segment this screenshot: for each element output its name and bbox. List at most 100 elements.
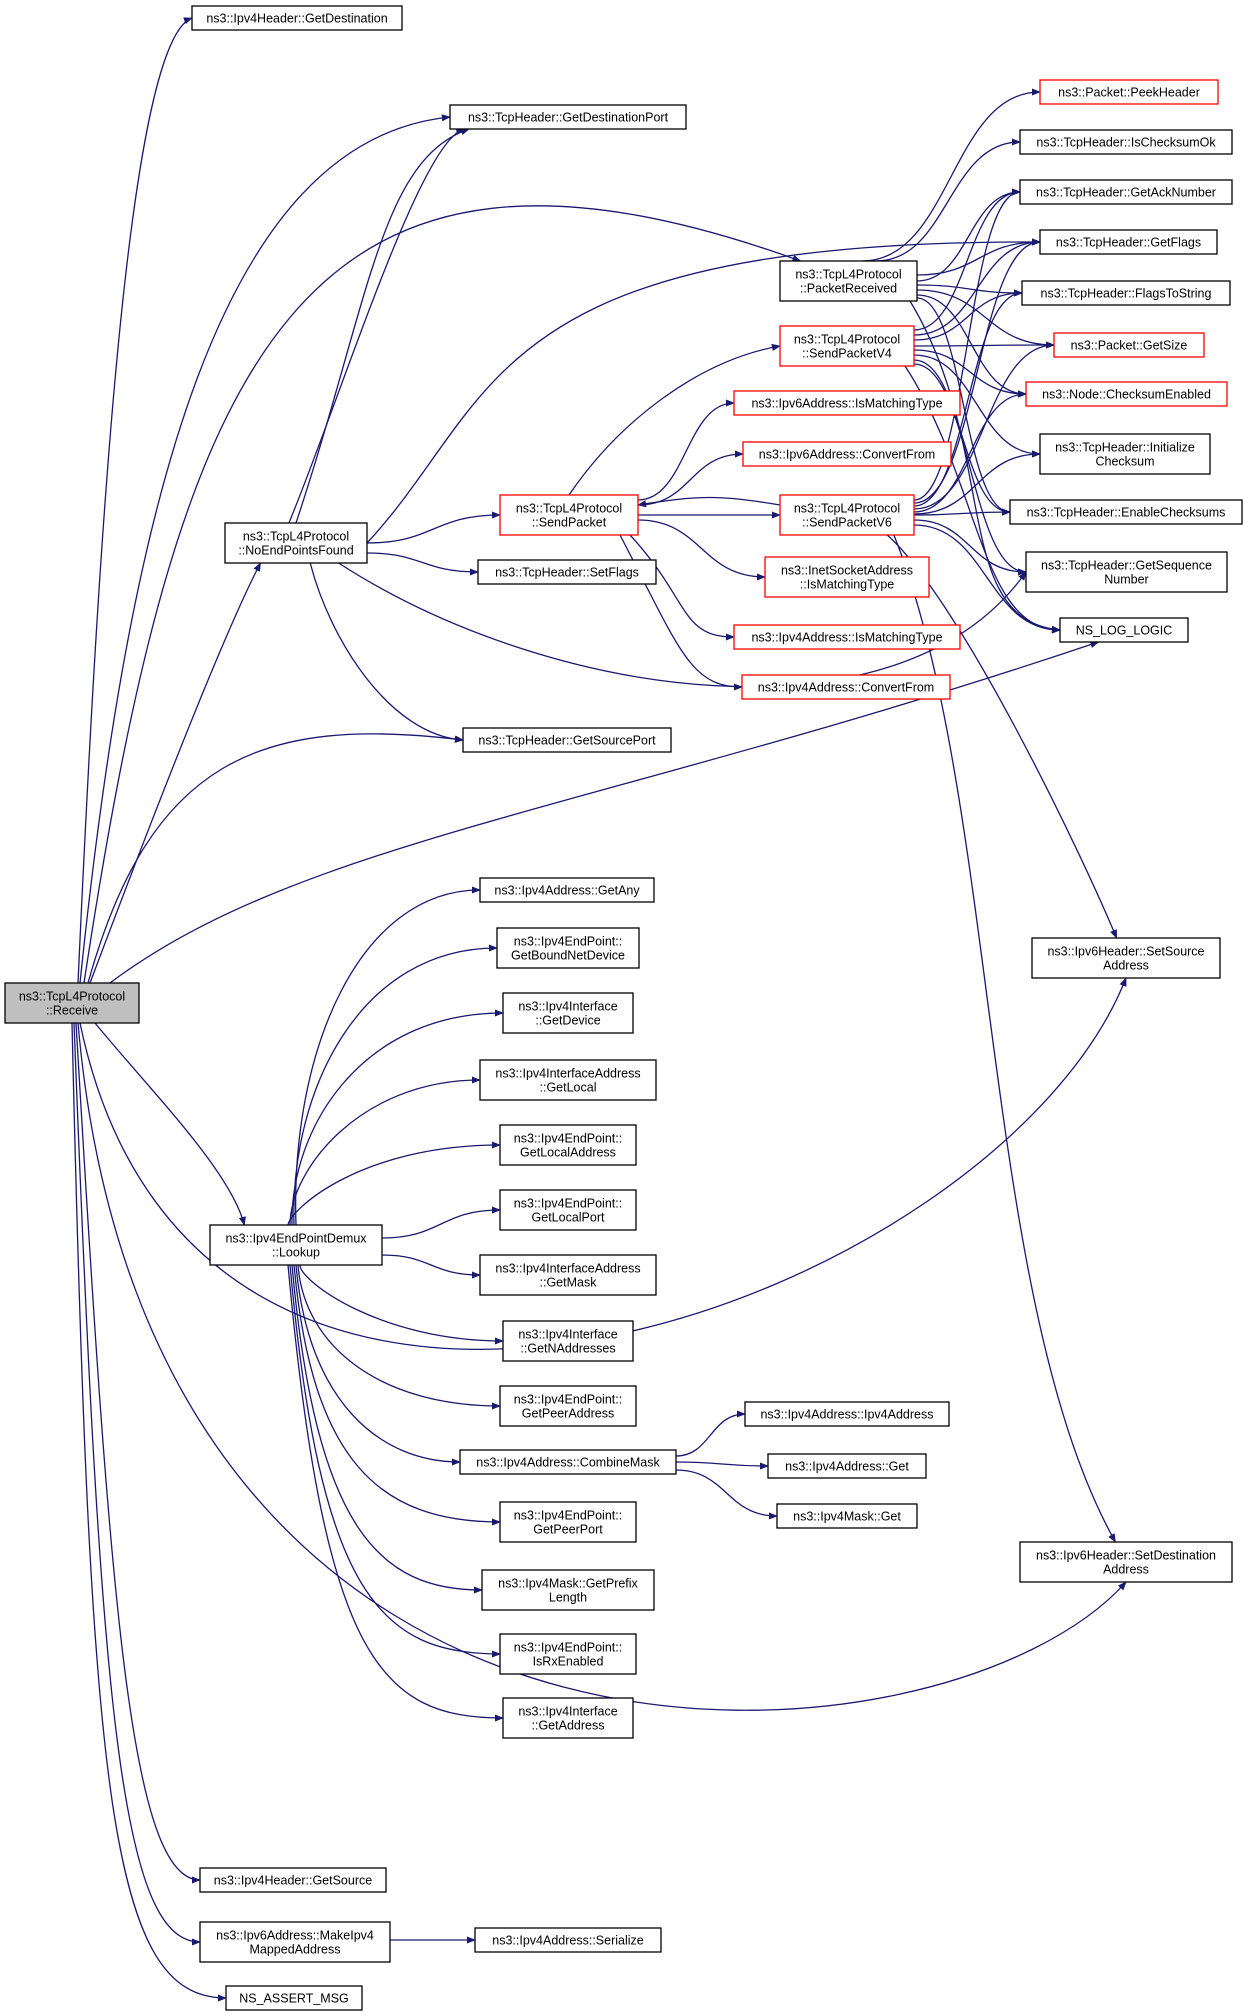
edge-demux_lookup-to-ifaddr_getmask bbox=[381, 1254, 481, 1279]
node-box bbox=[764, 556, 930, 598]
edge-receive-to-packetreceived bbox=[83, 205, 802, 984]
edge-ipv4_combinemask-to-ipv4_ctor bbox=[675, 1410, 746, 1457]
node-label: GetPeerAddress bbox=[522, 1407, 614, 1421]
node-label: IsRxEnabled bbox=[533, 1655, 604, 1669]
node-iface_getnaddr[interactable]: ns3::Ipv4Interface::GetNAddresses bbox=[502, 1320, 634, 1362]
node-box bbox=[479, 1254, 657, 1296]
node-inetsock_ismatching[interactable]: ns3::InetSocketAddress::IsMatchingType bbox=[764, 556, 930, 598]
node-getflags[interactable]: ns3::TcpHeader::GetFlags bbox=[1039, 229, 1218, 255]
node-box bbox=[742, 441, 952, 467]
node-tcph_setflags[interactable]: ns3::TcpHeader::SetFlags bbox=[477, 559, 657, 585]
node-tcph_getdestport[interactable]: ns3::TcpHeader::GetDestinationPort bbox=[449, 104, 687, 130]
node-flagstostring[interactable]: ns3::TcpHeader::FlagsToString bbox=[1021, 280, 1231, 306]
node-ipv4h_getdest[interactable]: ns3::Ipv4Header::GetDestination bbox=[191, 5, 403, 31]
node-ifaddr_getmask[interactable]: ns3::Ipv4InterfaceAddress::GetMask bbox=[479, 1254, 657, 1296]
node-box bbox=[1009, 499, 1243, 525]
node-label: ns3::Ipv4Mask::GetPrefix bbox=[498, 1577, 638, 1591]
node-ep_getboundnetdev[interactable]: ns3::Ipv4EndPoint::GetBoundNetDevice bbox=[496, 927, 640, 969]
edge-demux_lookup-to-ipv4_combinemask bbox=[295, 1264, 461, 1466]
node-ipv4_ctor[interactable]: ns3::Ipv4Address::Ipv4Address bbox=[744, 1401, 950, 1427]
node-box bbox=[499, 494, 639, 536]
node-ep_getpeerport[interactable]: ns3::Ipv4EndPoint::GetPeerPort bbox=[499, 1501, 637, 1543]
node-ipv6_convertfrom[interactable]: ns3::Ipv6Address::ConvertFrom bbox=[742, 441, 952, 467]
node-label: ns3::Packet::GetSize bbox=[1071, 339, 1188, 353]
node-noendpoints[interactable]: ns3::TcpL4Protocol::NoEndPointsFound bbox=[224, 522, 368, 564]
edge-packetreceived-to-checksumenabled bbox=[916, 294, 1027, 398]
node-label: ns3::TcpL4Protocol bbox=[794, 502, 900, 516]
node-box bbox=[741, 674, 951, 700]
node-label: ns3::TcpL4Protocol bbox=[794, 333, 900, 347]
node-iface_getdevice[interactable]: ns3::Ipv4Interface::GetDevice bbox=[502, 992, 634, 1034]
node-ipv4_ismatching[interactable]: ns3::Ipv4Address::IsMatchingType bbox=[733, 624, 961, 650]
node-getacknumber[interactable]: ns3::TcpHeader::GetAckNumber bbox=[1019, 179, 1233, 205]
node-box bbox=[779, 325, 915, 367]
node-box bbox=[1019, 129, 1233, 155]
node-label: ns3::Ipv4Address::GetAny bbox=[494, 884, 640, 898]
edge-packetreceived-to-getacknumber bbox=[916, 188, 1021, 282]
node-ipv4_serialize[interactable]: ns3::Ipv4Address::Serialize bbox=[474, 1927, 662, 1953]
node-ns_assert[interactable]: NS_ASSERT_MSG bbox=[225, 1985, 363, 2011]
node-ep_getlocaladdr[interactable]: ns3::Ipv4EndPoint::GetLocalAddress bbox=[499, 1124, 637, 1166]
node-ifaddr_getlocal[interactable]: ns3::Ipv4InterfaceAddress::GetLocal bbox=[479, 1059, 657, 1101]
node-iface_getaddress[interactable]: ns3::Ipv4Interface::GetAddress bbox=[502, 1697, 634, 1739]
node-tcph_getsrcport[interactable]: ns3::TcpHeader::GetSourcePort bbox=[462, 727, 672, 753]
edge-demux_lookup-to-mask_getprefix bbox=[291, 1264, 483, 1594]
node-ipv6_ismatching[interactable]: ns3::Ipv6Address::IsMatchingType bbox=[733, 390, 961, 416]
node-demux_lookup[interactable]: ns3::Ipv4EndPointDemux::Lookup bbox=[209, 1224, 383, 1266]
edge-noendpoints-to-getflags bbox=[366, 238, 1041, 544]
node-sendpacketv4[interactable]: ns3::TcpL4Protocol::SendPacketV4 bbox=[779, 325, 915, 367]
node-ep_getlocalport[interactable]: ns3::Ipv4EndPoint::GetLocalPort bbox=[499, 1189, 637, 1231]
node-ipv4_combinemask[interactable]: ns3::Ipv4Address::CombineMask bbox=[459, 1449, 677, 1475]
edge-sendpacketv6-to-initchecksum bbox=[913, 450, 1041, 515]
node-label: ::SendPacketV4 bbox=[802, 347, 892, 361]
node-sendpacketv6[interactable]: ns3::TcpL4Protocol::SendPacketV6 bbox=[779, 494, 915, 536]
edge-sendpacket-to-sendpacketv4 bbox=[568, 343, 781, 496]
node-ep_getpeeraddr[interactable]: ns3::Ipv4EndPoint::GetPeerAddress bbox=[499, 1385, 637, 1427]
node-label: ns3::TcpHeader::SetFlags bbox=[495, 566, 639, 580]
node-ep_isrxenabled[interactable]: ns3::Ipv4EndPoint::IsRxEnabled bbox=[499, 1633, 637, 1675]
node-ipv4_convertfrom[interactable]: ns3::Ipv4Address::ConvertFrom bbox=[741, 674, 951, 700]
edge-sendpacketv6-to-ipv6h_setdst bbox=[893, 534, 1116, 1543]
edge-sendpacketv4-to-flagstostring bbox=[913, 289, 1023, 341]
edge-sendpacketv6-to-nslog bbox=[913, 524, 1061, 634]
node-box bbox=[733, 390, 961, 416]
node-ipv4h_getsrc[interactable]: ns3::Ipv4Header::GetSource bbox=[199, 1867, 387, 1893]
node-label: Length bbox=[549, 1591, 587, 1605]
node-label: GetLocalAddress bbox=[520, 1146, 616, 1160]
edge-sendpacketv4-to-initchecksum bbox=[913, 354, 1041, 458]
node-ipv4_get[interactable]: ns3::Ipv4Address::Get bbox=[767, 1453, 927, 1479]
node-label: ns3::Ipv4Address::Ipv4Address bbox=[760, 1408, 933, 1422]
node-box bbox=[209, 1224, 383, 1266]
node-box bbox=[502, 1320, 634, 1362]
node-box bbox=[479, 1059, 657, 1101]
node-label: ns3::Ipv4Address::CombineMask bbox=[476, 1456, 660, 1470]
node-pkt_getsize[interactable]: ns3::Packet::GetSize bbox=[1053, 332, 1205, 358]
node-box bbox=[1053, 332, 1205, 358]
edge-demux_lookup-to-ep_getlocalport bbox=[381, 1206, 501, 1239]
node-ipv4_getany[interactable]: ns3::Ipv4Address::GetAny bbox=[479, 877, 655, 903]
edge-sendpacketv6-to-getseqnumber bbox=[913, 519, 1027, 576]
node-box bbox=[199, 1867, 387, 1893]
node-mask_get[interactable]: ns3::Ipv4Mask::Get bbox=[776, 1503, 918, 1529]
node-checksumok[interactable]: ns3::TcpHeader::IsChecksumOk bbox=[1019, 129, 1233, 155]
node-label: ns3::Packet::PeekHeader bbox=[1058, 86, 1200, 100]
edge-demux_lookup-to-ipv4_getany bbox=[295, 886, 481, 1226]
node-label: ns3::TcpHeader::GetFlags bbox=[1056, 236, 1201, 250]
node-peekheader[interactable]: ns3::Packet::PeekHeader bbox=[1039, 79, 1219, 105]
node-nslog[interactable]: NS_LOG_LOGIC bbox=[1059, 617, 1189, 643]
node-label: NS_ASSERT_MSG bbox=[239, 1992, 349, 2006]
node-box bbox=[1031, 937, 1221, 979]
node-label: ::Lookup bbox=[272, 1246, 320, 1260]
node-sendpacket[interactable]: ns3::TcpL4Protocol::SendPacket bbox=[499, 494, 639, 536]
node-receive[interactable]: ns3::TcpL4Protocol::Receive bbox=[4, 982, 140, 1024]
node-packetreceived[interactable]: ns3::TcpL4Protocol::PacketReceived bbox=[779, 260, 918, 302]
edge-demux_lookup-to-iface_getdevice bbox=[291, 1009, 504, 1226]
node-enablechecksums[interactable]: ns3::TcpHeader::EnableChecksums bbox=[1009, 499, 1243, 525]
node-checksumenabled[interactable]: ns3::Node::ChecksumEnabled bbox=[1025, 381, 1228, 407]
